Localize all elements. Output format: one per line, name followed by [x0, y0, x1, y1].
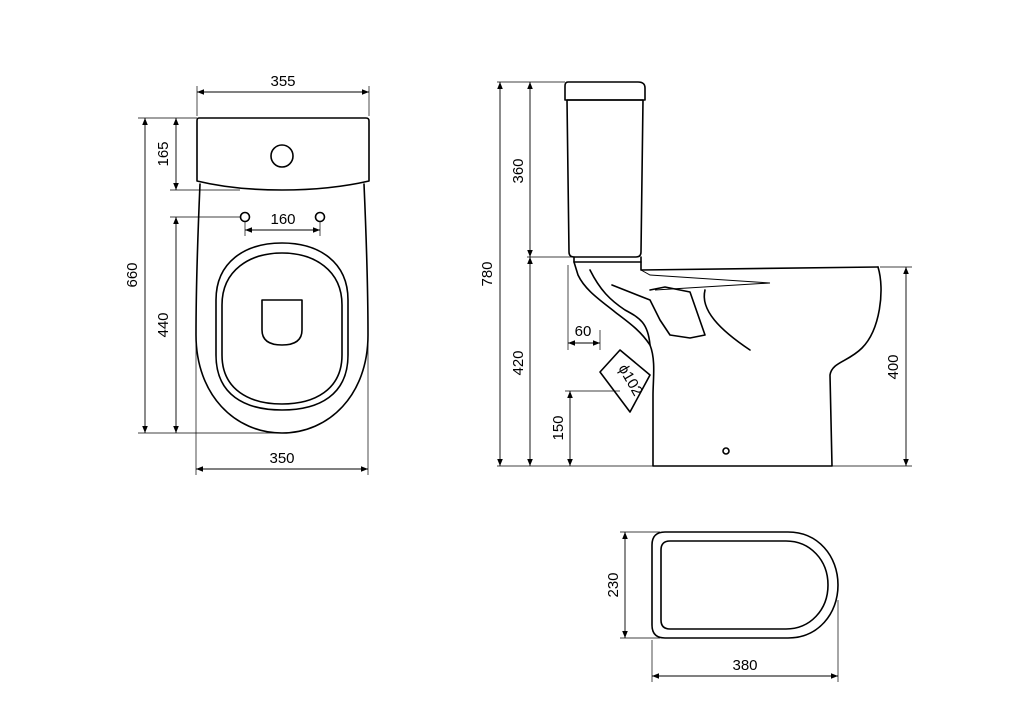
- cistern-top-outline: [196, 117, 370, 191]
- bowl-inner-curve: [703, 289, 751, 351]
- dim-seat-width: 380: [732, 657, 757, 674]
- dim-seat-height-rear: 420: [510, 350, 527, 375]
- trapway: [589, 269, 651, 346]
- seat-section-outer: [651, 531, 839, 639]
- dim-width-tank: 355: [270, 73, 295, 90]
- dim-hole-spacing: 160: [270, 211, 295, 228]
- dim-width-bowl: 350: [269, 450, 294, 467]
- dim-total-height: 780: [479, 261, 496, 286]
- top-view: 355 165 160 660 440 350: [124, 73, 370, 475]
- seat-lid-line: [640, 261, 879, 271]
- dim-tank-depth: 165: [155, 141, 172, 166]
- cistern-body: [566, 99, 644, 258]
- bowl-body-side: [573, 261, 882, 467]
- dim-total-length: 660: [124, 262, 141, 287]
- mount-hole-right-icon: [314, 211, 326, 223]
- seat-section-inner: [660, 540, 829, 630]
- dim-bowl-length: 440: [155, 312, 172, 337]
- seat-inner-outline: [221, 252, 343, 405]
- dim-outlet-height: 150: [550, 415, 567, 440]
- seat-outer-outline: [215, 242, 349, 411]
- fixing-hole-icon: [722, 447, 730, 455]
- dim-outlet-offset: 60: [575, 323, 592, 340]
- flush-button-icon: [270, 144, 294, 168]
- seat-section-view: 230 380: [605, 531, 839, 682]
- seat-line: [640, 269, 771, 284]
- mount-hole-left-icon: [239, 211, 251, 223]
- side-view: 780 360 420 60 ϕ102 150 400: [479, 81, 912, 467]
- dim-seat-height: 230: [605, 572, 622, 597]
- cistern-lid: [564, 81, 646, 101]
- cistern-base: [573, 256, 642, 263]
- dim-tank-height: 360: [510, 158, 527, 183]
- outlet-pipe: [599, 349, 651, 413]
- dim-seat-height-front: 400: [885, 354, 902, 379]
- trapway-inner: [611, 284, 706, 339]
- bowl-trapway: [261, 299, 303, 346]
